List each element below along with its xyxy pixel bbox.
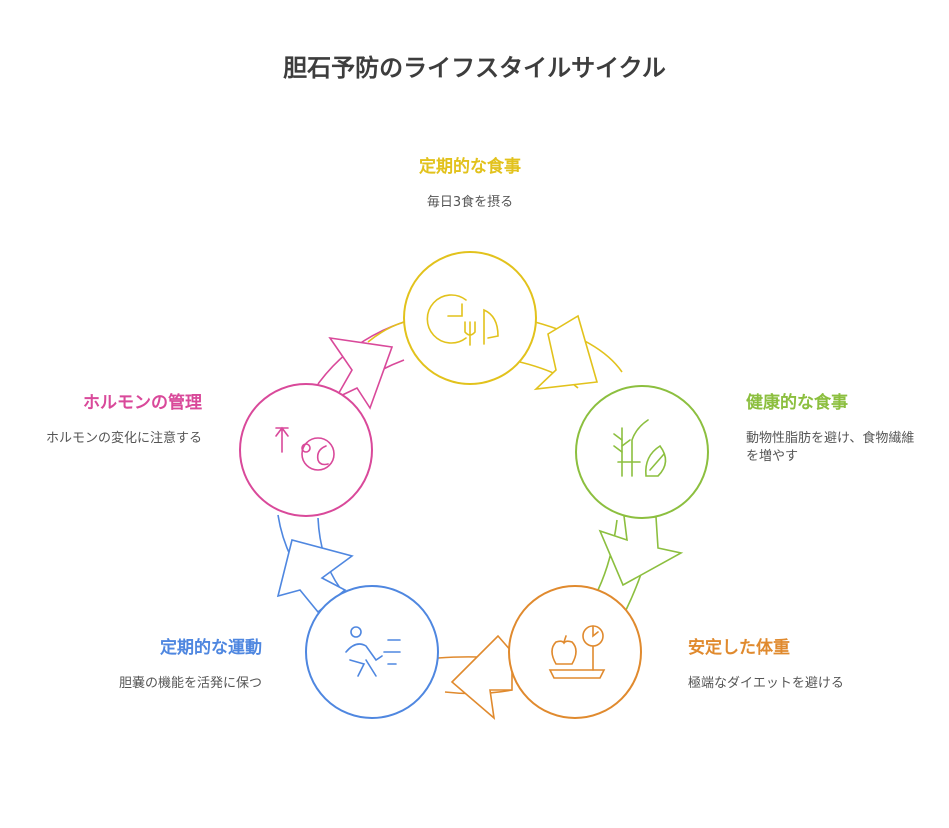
step-circles	[239, 251, 709, 719]
step-title-hormone: ホルモンの管理	[83, 393, 202, 413]
step-circle-diet	[575, 385, 709, 519]
step-label-weight: 安定した体重 極端なダイエットを避ける	[688, 637, 863, 693]
step-title-meals: 定期的な食事	[419, 157, 521, 177]
step-desc-exercise: 胆嚢の機能を活発に保つ	[118, 676, 262, 691]
fork-knife-plate-icon	[426, 294, 499, 346]
connector-hormone-to-meals-upper	[367, 321, 405, 343]
arrow-weight-to-exercise	[450, 634, 513, 720]
hormone-gauge-icon	[275, 426, 335, 471]
running-person-icon	[345, 626, 401, 677]
step-desc-hormone: ホルモンの変化に注意する	[45, 431, 202, 446]
step-circle-hormone	[239, 383, 373, 517]
arrow-meals-to-diet	[533, 314, 599, 391]
apple-scale-icon	[548, 625, 606, 679]
step-circle-meals	[403, 251, 537, 385]
step-circle-weight	[508, 585, 642, 719]
step-label-diet: 健康的な食事 動物性脂肪を避け、食物繊維を増やす	[746, 392, 926, 466]
step-label-hormone: ホルモンの管理 ホルモンの変化に注意する	[20, 392, 202, 448]
step-title-exercise: 定期的な運動	[160, 638, 262, 658]
arrow-hormone-to-meals	[328, 336, 394, 410]
step-desc-diet: 動物性脂肪を避け、食物繊維を増やす	[746, 431, 915, 464]
step-title-diet: 健康的な食事	[746, 393, 848, 413]
step-label-meals: 定期的な食事 毎日3食を摂る	[330, 156, 610, 212]
arrow-diet-to-weight	[598, 515, 684, 587]
step-desc-meals: 毎日3食を摂る	[426, 195, 514, 210]
connector-bands	[276, 314, 684, 720]
step-label-exercise: 定期的な運動 胆嚢の機能を活発に保つ	[40, 637, 262, 693]
step-title-weight: 安定した体重	[688, 638, 790, 658]
plants-leaf-icon	[613, 419, 667, 477]
step-circle-exercise	[305, 585, 439, 719]
connector-meals-to-diet	[534, 321, 623, 373]
step-desc-weight: 極端なダイエットを避ける	[688, 676, 844, 691]
diagram-title: 胆石予防のライフスタイルサイクル	[283, 54, 666, 82]
connector-diet-to-weight	[597, 519, 618, 591]
